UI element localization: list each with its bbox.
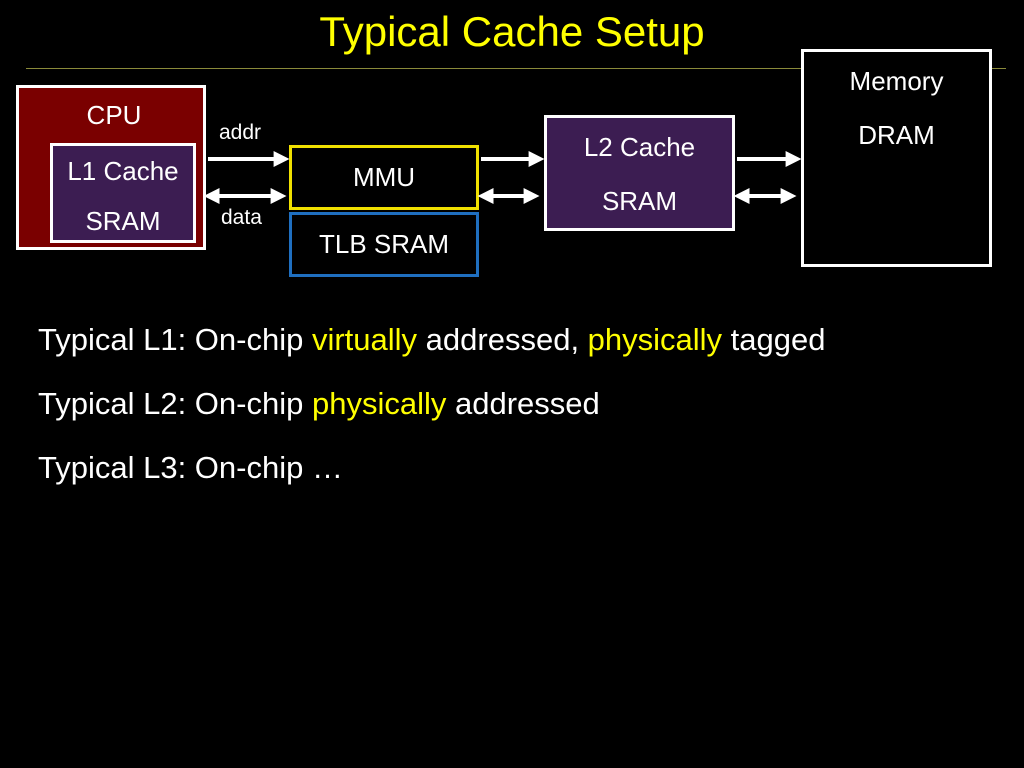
bullet-l1-text-1: Typical L1: On-chip <box>38 322 312 357</box>
l2-sram-label: SRAM <box>601 186 678 216</box>
memory-label: Memory <box>849 66 944 96</box>
l2-cache-label: L2 Cache <box>583 132 696 162</box>
l1-cache-box: L1 Cache SRAM <box>50 143 196 243</box>
slide-title: Typical Cache Setup <box>319 8 705 55</box>
title-divider <box>26 68 1006 69</box>
bullet-l2-highlight-physically: physically <box>311 386 447 421</box>
bullet-l3-text-1: Typical L3: On-chip … <box>38 450 343 485</box>
bullet-l3: Typical L3: On-chip … <box>38 436 998 500</box>
bullet-l2-text-2: addressed <box>446 386 600 421</box>
mmu-box: MMU <box>289 145 479 210</box>
l1-sram-label: SRAM <box>85 206 161 236</box>
bullet-l1-text-3: tagged <box>722 322 826 357</box>
cpu-label: CPU <box>86 100 142 130</box>
l2-cache-box: L2 Cache SRAM <box>544 115 735 231</box>
data-wire-label: data <box>221 206 262 229</box>
tlb-sram-box: TLB SRAM <box>289 212 479 277</box>
bullet-l1-highlight-virtually: virtually <box>311 322 418 357</box>
dram-label: DRAM <box>858 120 935 150</box>
memory-box: Memory DRAM <box>801 49 992 267</box>
l1-cache-label: L1 Cache <box>67 156 179 186</box>
bullet-l2: Typical L2: On-chip physically addressed <box>38 372 998 436</box>
addr-wire-label: addr <box>219 121 262 144</box>
bullet-list: Typical L1: On-chip virtually addressed,… <box>38 308 998 500</box>
bullet-l2-text-1: Typical L2: On-chip <box>38 386 312 421</box>
bullet-l1-text-2: addressed, <box>417 322 588 357</box>
bullet-l1-highlight-physically: physically <box>587 322 723 357</box>
bullet-l1: Typical L1: On-chip virtually addressed,… <box>38 308 998 372</box>
